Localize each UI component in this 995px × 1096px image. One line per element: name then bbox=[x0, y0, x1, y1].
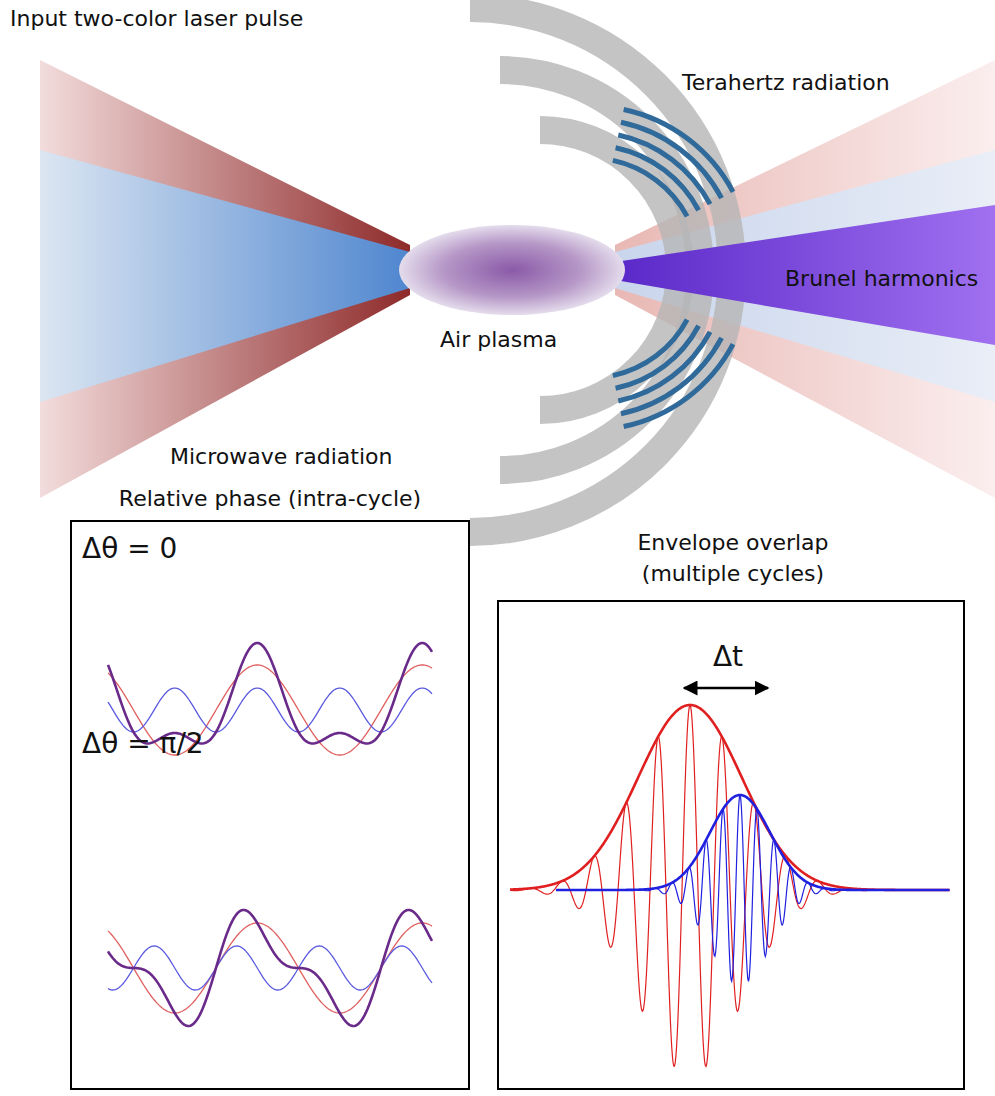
terahertz-arc bbox=[624, 110, 733, 192]
annotation-label: Air plasma bbox=[440, 327, 557, 353]
terahertz-arcs bbox=[613, 110, 733, 427]
laser-beams bbox=[40, 60, 995, 498]
terahertz-arc bbox=[613, 320, 687, 376]
title-label: Input two-color laser pulse bbox=[10, 6, 303, 32]
pulse-envelope bbox=[510, 705, 950, 890]
annotation-label: Terahertz radiation bbox=[682, 70, 890, 96]
panel-annotation: Δθ = π/2 bbox=[82, 727, 204, 760]
carrier-wave bbox=[556, 795, 949, 981]
delay-arrow bbox=[684, 687, 768, 690]
panel-annotation: Δθ = 0 bbox=[82, 532, 177, 565]
blue-beam bbox=[40, 150, 410, 402]
panel-heading: Relative phase (intra-cycle) bbox=[42, 484, 498, 515]
fundamental-wave bbox=[108, 923, 432, 1013]
panel-annotation: Δt bbox=[713, 640, 743, 673]
pulse-envelope bbox=[556, 795, 949, 890]
plot-panel: Envelope overlap (multiple cycles)Δt bbox=[497, 600, 965, 1090]
carrier-wave bbox=[510, 705, 950, 1066]
second-harmonic-wave bbox=[108, 946, 432, 990]
brunel-beam bbox=[615, 205, 995, 345]
combined-field bbox=[108, 910, 432, 1026]
red-beam bbox=[40, 60, 410, 498]
annotation-label: Microwave radiation bbox=[170, 444, 392, 470]
terahertz-arc bbox=[621, 338, 722, 414]
terahertz-arc bbox=[624, 344, 733, 426]
plot-panel: Relative phase (intra-cycle)Δθ = 0Δθ = π… bbox=[70, 520, 470, 1090]
waveforms bbox=[108, 643, 950, 1066]
air-plasma bbox=[399, 225, 625, 315]
annotation-label: Brunel harmonics bbox=[785, 266, 978, 292]
terahertz-arc bbox=[621, 122, 722, 198]
panel-heading: Envelope overlap (multiple cycles) bbox=[598, 528, 868, 590]
terahertz-arc bbox=[613, 160, 687, 216]
